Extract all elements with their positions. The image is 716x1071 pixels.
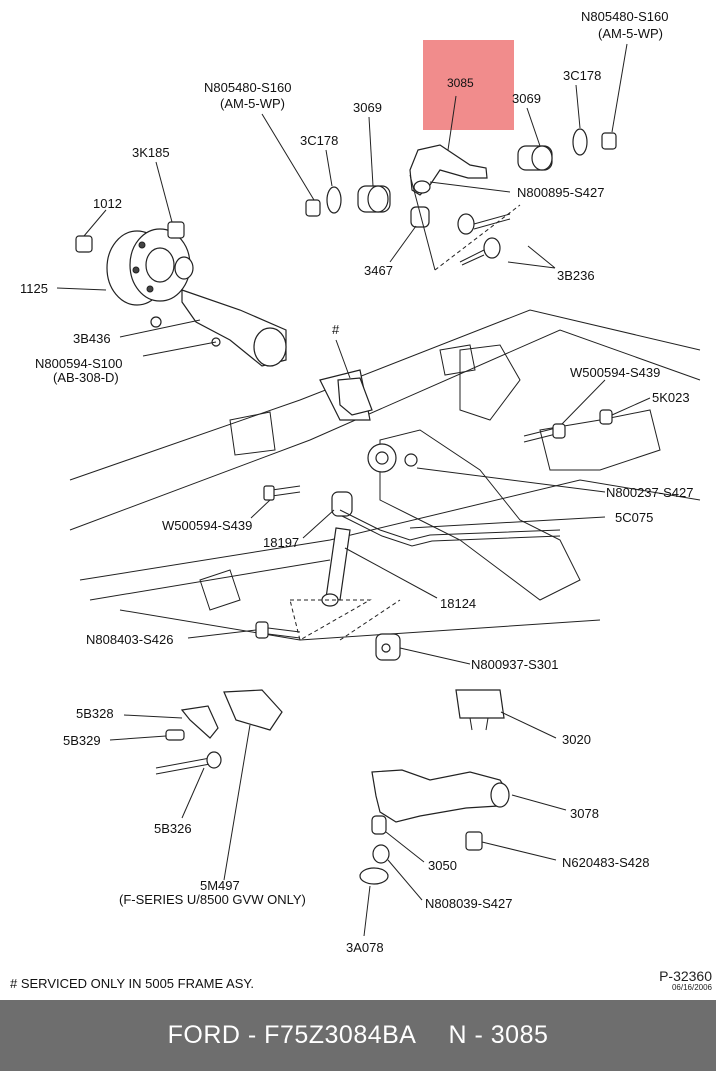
spring-seat-hash <box>337 377 373 416</box>
label-3467: 3467 <box>364 263 393 278</box>
footnote: # SERVICED ONLY IN 5005 FRAME ASY. <box>10 976 254 991</box>
label-w500594-left: W500594-S439 <box>162 518 253 533</box>
label-n805480-top-right: N805480-S160 <box>581 9 669 24</box>
upper-control-arm-3085 <box>409 144 488 196</box>
label-18124: 18124 <box>440 596 477 611</box>
label-3b436: 3B436 <box>73 331 111 346</box>
label-5c075: 5C075 <box>615 510 654 525</box>
sensor-3k185 <box>167 221 185 239</box>
label-n800895: N800895-S427 <box>517 185 605 200</box>
label-n808403: N808403-S426 <box>86 632 174 647</box>
bolt-w500594-left <box>263 485 301 501</box>
washer-3c178-left <box>326 186 342 214</box>
bumper-18197 <box>331 491 353 517</box>
reference-date: 06/16/2006 <box>671 983 712 992</box>
label-1012: 1012 <box>93 196 122 211</box>
label-5k023: 5K023 <box>652 390 690 405</box>
label-n800937: N800937-S301 <box>471 657 559 672</box>
exploded-diagram: N805480-S160 (AM-5-WP) 3085 3C178 3069 N… <box>10 9 712 992</box>
washer-3c178-right <box>572 128 588 156</box>
bracket-5m497 <box>223 689 283 731</box>
nut-5b329 <box>165 729 185 741</box>
leader-lines <box>56 43 651 937</box>
nut-n620483 <box>465 831 483 851</box>
highlight-box-3085 <box>423 40 514 130</box>
label-am5wp-top-left: (AM-5-WP) <box>220 96 285 111</box>
label-3069-right: 3069 <box>512 91 541 106</box>
label-5b329: 5B329 <box>63 733 101 748</box>
label-3k185: 3K185 <box>132 145 170 160</box>
footer-reference: N - 3085 <box>448 1021 549 1049</box>
bracket-n800937 <box>375 633 401 661</box>
balljoint-3050 <box>371 815 387 835</box>
label-5b326: 5B326 <box>154 821 192 836</box>
label-3078: 3078 <box>570 806 599 821</box>
bolt-n808403 <box>255 621 301 639</box>
label-n805480-top-left: N805480-S160 <box>204 80 292 95</box>
label-3c178-right: 3C178 <box>563 68 602 83</box>
bolt-5b326 <box>155 751 222 775</box>
hub-1125 <box>106 228 194 306</box>
bolt-5k023-assy <box>523 409 613 443</box>
label-3a078: 3A078 <box>346 940 384 955</box>
label-w500594-right: W500594-S439 <box>570 365 661 380</box>
reference-number: P-32360 <box>659 968 712 984</box>
label-am5wp-top-right: (AM-5-WP) <box>598 26 663 41</box>
nut-top-left <box>305 199 321 217</box>
label-3c178-left: 3C178 <box>300 133 339 148</box>
halfshaft-3b436 <box>181 289 287 367</box>
label-3069-left: 3069 <box>353 100 382 115</box>
knuckle <box>367 443 418 473</box>
nut-1012 <box>75 235 93 253</box>
shock-18124 <box>321 527 351 607</box>
label-fseries: (F-SERIES U/8500 GVW ONLY) <box>119 892 306 907</box>
footer-part-number: FORD - F75Z3084BA <box>167 1021 417 1049</box>
label-n800594: N800594-S100 <box>35 356 123 371</box>
nut-n808039 <box>372 844 390 864</box>
label-3b236: 3B236 <box>557 268 595 283</box>
washer-3a078 <box>359 867 389 885</box>
label-3085: 3085 <box>447 76 474 90</box>
bumper-3020 <box>455 689 505 731</box>
frame-rails <box>69 309 701 641</box>
bumper-3467 <box>410 206 430 228</box>
label-hash: # <box>332 322 340 337</box>
bushing-3069-right <box>517 145 553 171</box>
label-ab308: (AB-308-D) <box>53 370 119 385</box>
label-5b328: 5B328 <box>76 706 114 721</box>
label-3050: 3050 <box>428 858 457 873</box>
bracket-5b328 <box>180 705 219 739</box>
label-n808039: N808039-S427 <box>425 896 513 911</box>
lower-arm-3078 <box>371 769 510 823</box>
stabilizer-5c075 <box>339 509 561 547</box>
label-18197: 18197 <box>263 535 300 550</box>
diagram-drawing <box>56 43 701 937</box>
label-n800237: N800237-S427 <box>606 485 694 500</box>
nut-top-right <box>601 132 617 150</box>
footer-bar: FORD - F75Z3084BA N - 3085 <box>0 1000 716 1071</box>
cam-bolts-3b236 <box>457 213 511 266</box>
label-5m497: 5M497 <box>200 878 240 893</box>
reference-stamp: P-32360 06/16/2006 <box>659 968 712 992</box>
label-1125: 1125 <box>20 281 48 296</box>
label-n620483: N620483-S428 <box>562 855 650 870</box>
bushing-3069-left <box>357 185 391 213</box>
label-3020: 3020 <box>562 732 591 747</box>
